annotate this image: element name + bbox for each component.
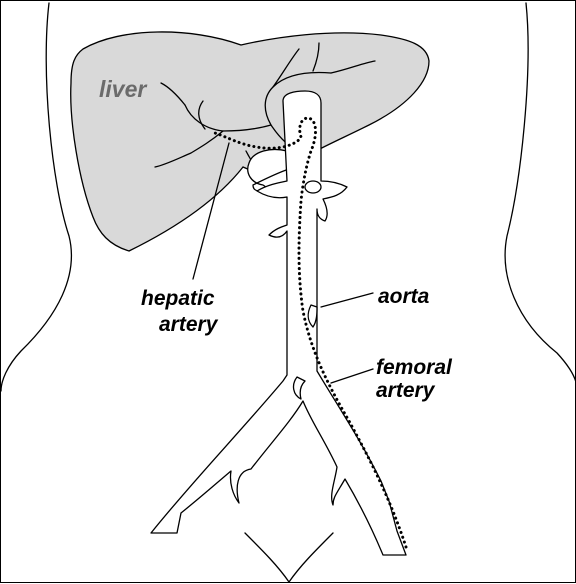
- aorta: [150, 90, 407, 556]
- celiac-orifice: [304, 180, 322, 194]
- hepatic-artery-leader: [192, 142, 230, 280]
- hepatic-artery-label-line1: hepatic: [141, 287, 215, 310]
- aorta-leader: [320, 292, 374, 308]
- iliac-branch: [292, 376, 306, 400]
- aorta-label: aorta: [378, 285, 430, 308]
- femoral-artery-label-line2: artery: [376, 379, 436, 402]
- catheter-path: [213, 116, 408, 549]
- groin-outline: [244, 532, 334, 583]
- liver-label: liver: [99, 76, 147, 102]
- hepatic-artery-branches: [154, 42, 376, 176]
- renal-branch: [307, 304, 318, 328]
- torso-right-outline: [504, 2, 576, 386]
- femoral-artery-label-line1: femoral: [376, 356, 453, 379]
- torso-left-outline: [1, 2, 73, 392]
- femoral-artery-leader: [330, 368, 374, 384]
- liver-shape: [70, 31, 430, 252]
- artery-system: [150, 90, 407, 556]
- hepatic-artery-label-line2: artery: [159, 313, 219, 336]
